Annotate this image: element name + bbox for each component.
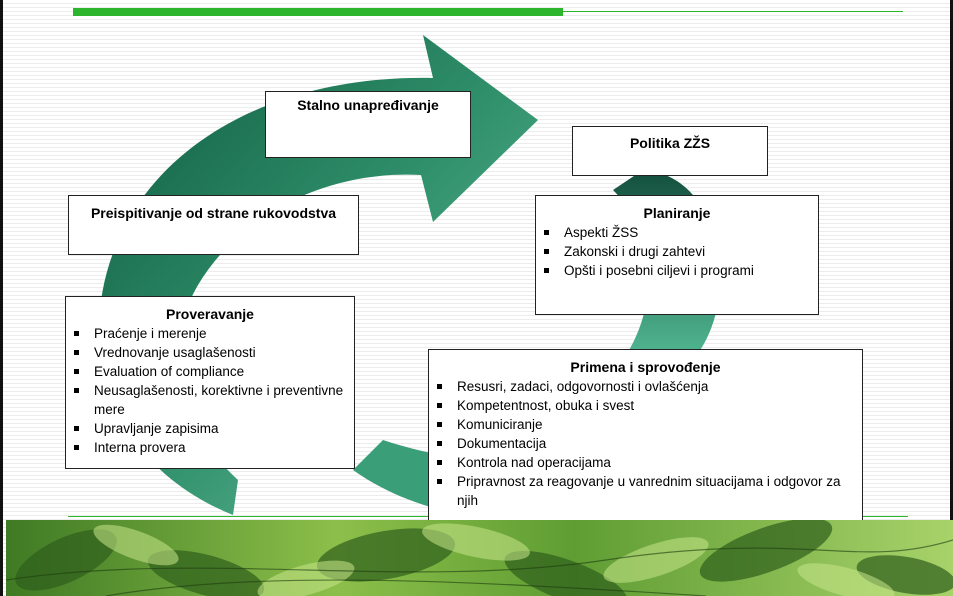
- list-item: Aspekti ŽSS: [536, 223, 818, 242]
- list-item: Pripravnost za reagovanje u vanrednim si…: [429, 472, 862, 510]
- proveravanje-title: Proveravanje: [166, 306, 254, 322]
- box-stalno-unapredivanje: Stalno unapređivanje: [265, 91, 471, 158]
- list-item: Zakonski i drugi zahtevi: [536, 242, 818, 261]
- preispitivanje-title: Preispitivanje od strane rukovodstva: [90, 205, 337, 221]
- primena-title: Primena i sprovođenje: [570, 359, 721, 375]
- list-item: Komuniciranje: [429, 415, 862, 434]
- list-item: Kontrola nad operacijama: [429, 453, 862, 472]
- box-planiranje: Planiranje Aspekti ŽSS Zakonski i drugi …: [535, 195, 819, 315]
- header-accent-line: [563, 11, 903, 12]
- box-primena: Primena i sprovođenje Resusri, zadaci, o…: [428, 349, 863, 522]
- leaf-footer-image: [6, 520, 953, 596]
- list-item: Neusaglašenosti, korektivne i preventivn…: [66, 381, 354, 419]
- politika-title: Politika ZŽS: [629, 135, 711, 151]
- list-item: Interna provera: [66, 438, 354, 457]
- box-proveravanje: Proveravanje Praćenje i merenje Vrednova…: [65, 296, 355, 469]
- list-item: Kompetentnost, obuka i svest: [429, 396, 862, 415]
- header-accent-bar: [73, 8, 563, 16]
- box-politika: Politika ZŽS: [572, 126, 768, 176]
- list-item: Resusri, zadaci, odgovornosti i ovlašćen…: [429, 377, 862, 396]
- box-preispitivanje: Preispitivanje od strane rukovodstva: [68, 195, 359, 255]
- planiranje-list: Aspekti ŽSS Zakonski i drugi zahtevi Opš…: [536, 223, 818, 280]
- primena-list: Resusri, zadaci, odgovornosti i ovlašćen…: [429, 377, 862, 510]
- planiranje-title: Planiranje: [643, 205, 711, 221]
- list-item: Evaluation of compliance: [66, 362, 354, 381]
- list-item: Vrednovanje usaglašenosti: [66, 343, 354, 362]
- stalno-title: Stalno unapređivanje: [297, 97, 439, 113]
- list-item: Dokumentacija: [429, 434, 862, 453]
- proveravanje-list: Praćenje i merenje Vrednovanje usaglašen…: [66, 324, 354, 457]
- list-item: Praćenje i merenje: [66, 324, 354, 343]
- list-item: Upravljanje zapisima: [66, 419, 354, 438]
- list-item: Opšti i posebni ciljevi i programi: [536, 261, 818, 280]
